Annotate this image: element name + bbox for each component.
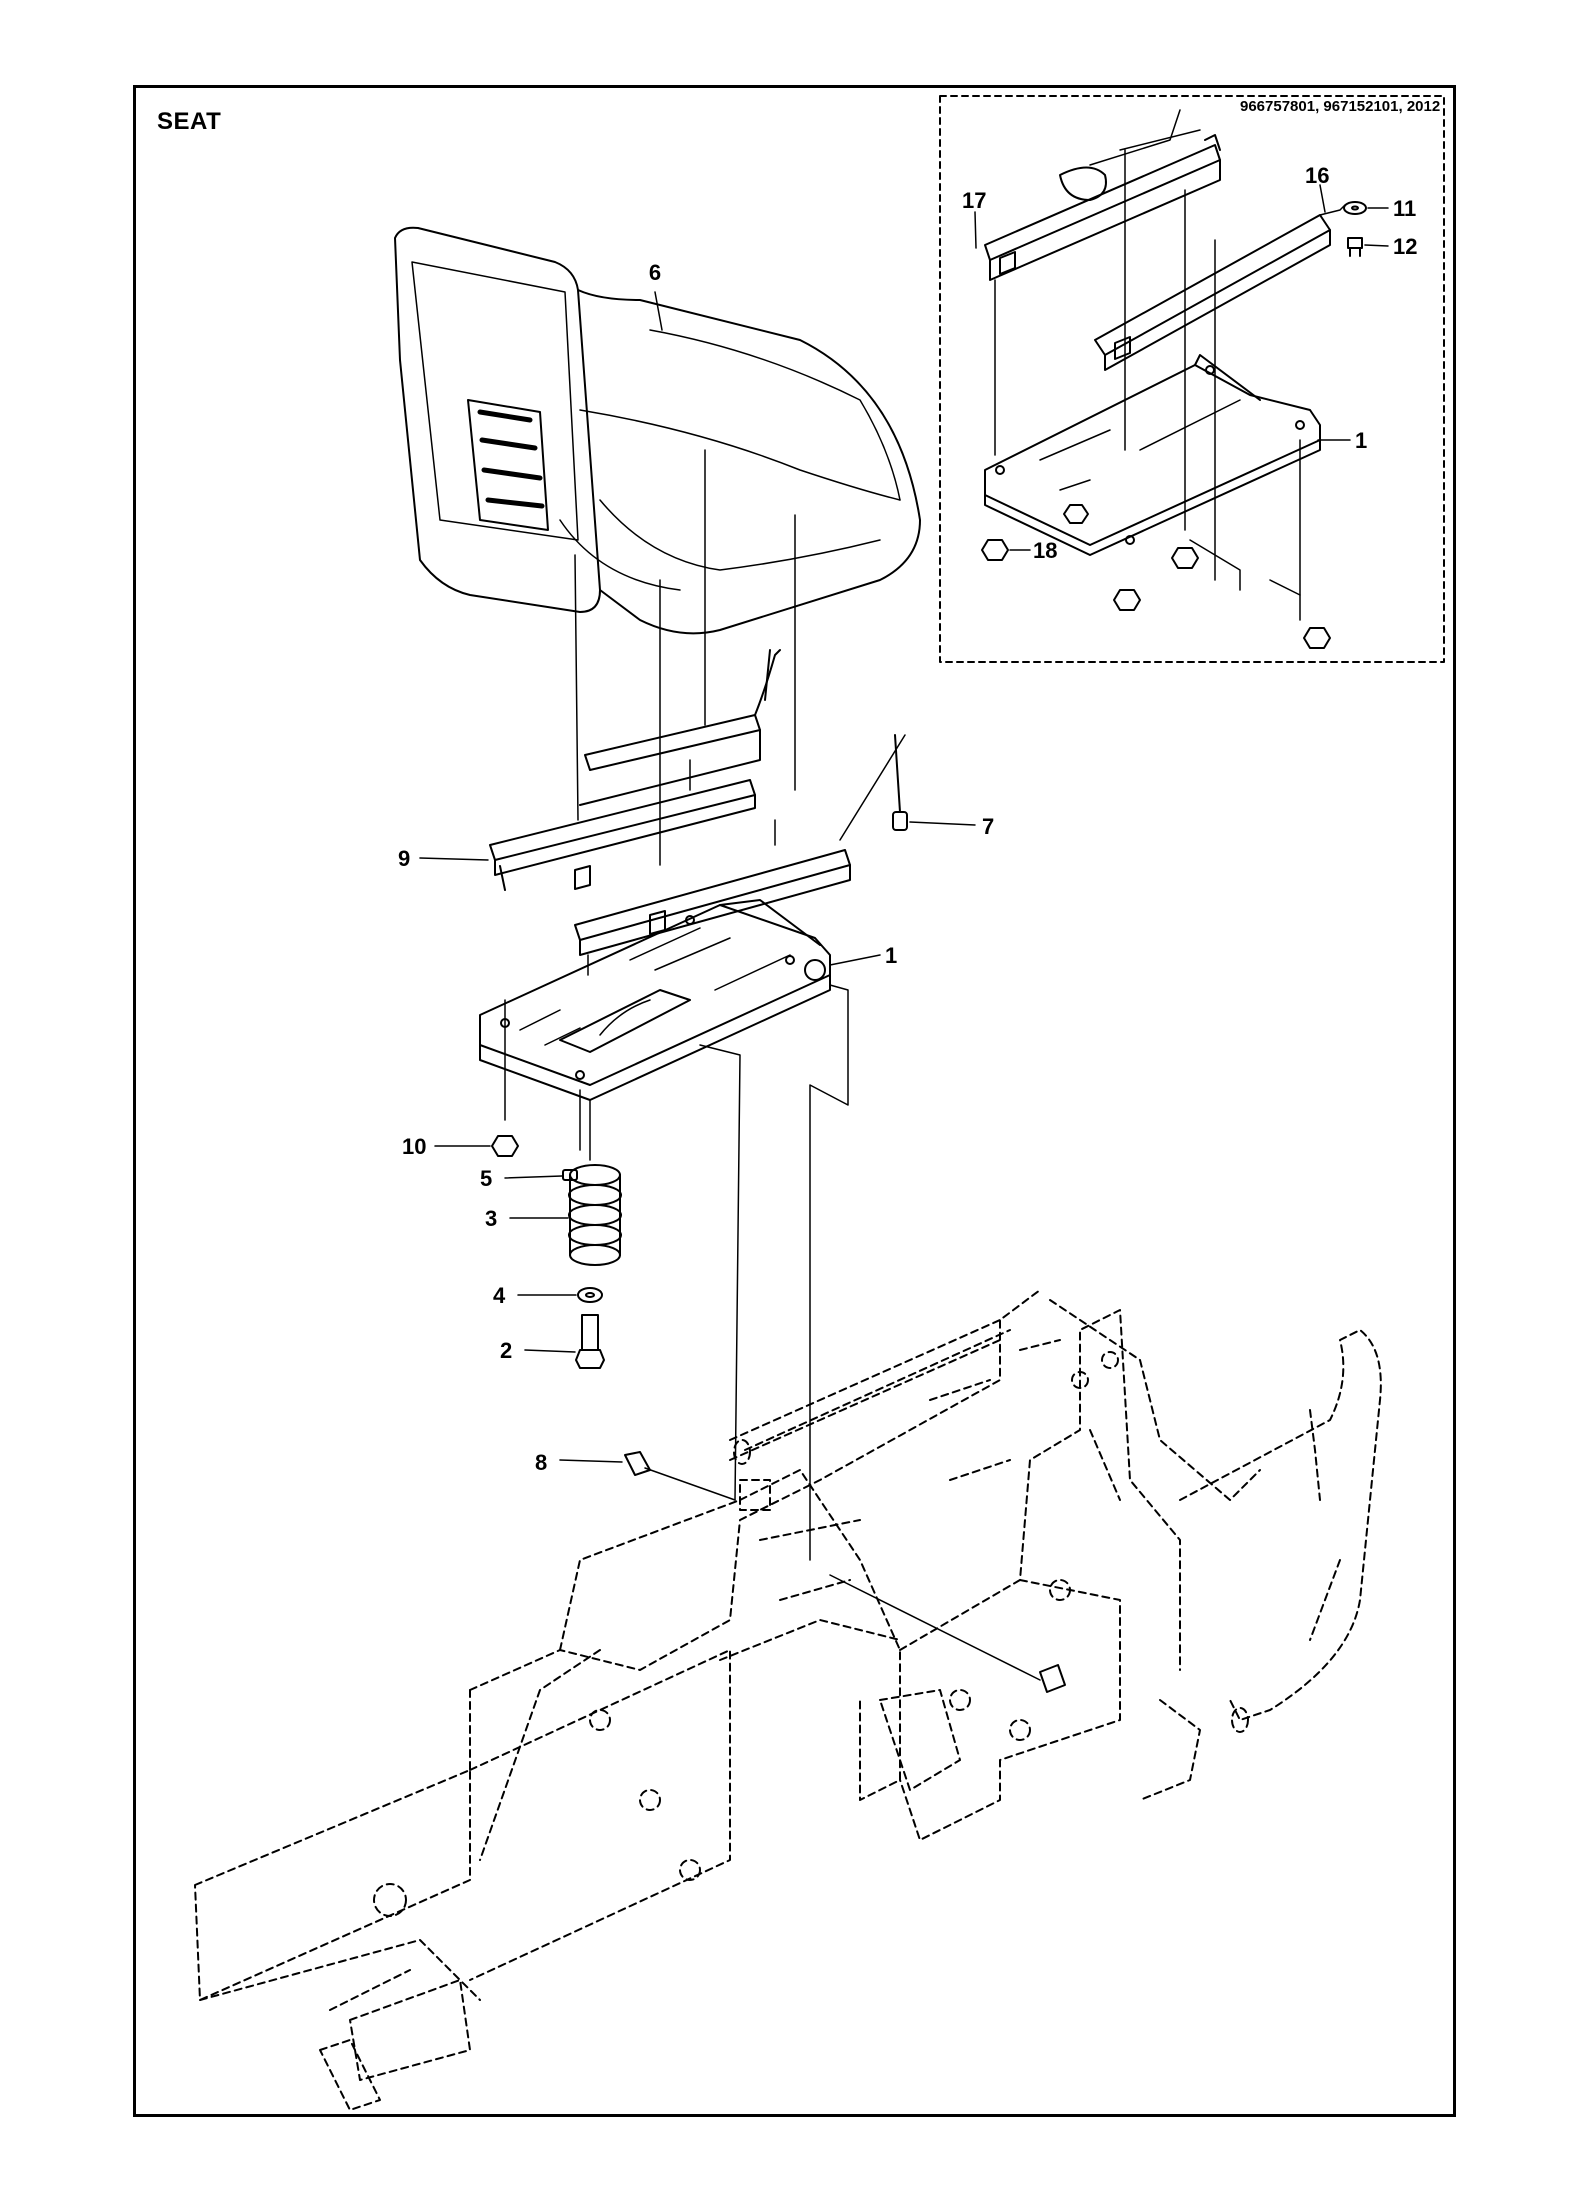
callout-6: 6	[649, 260, 661, 285]
screw-7	[839, 734, 976, 841]
nut-10	[434, 1135, 519, 1157]
seat-slide-rails	[489, 649, 851, 976]
seat-cushion	[394, 226, 921, 635]
callout-7: 7	[982, 814, 994, 839]
inset-rails	[984, 109, 1346, 581]
diagram-title: SEAT	[157, 108, 222, 135]
model-numbers: 966757801, 967152101, 2012	[1240, 98, 1441, 115]
callout-10: 10	[402, 1134, 426, 1159]
callout-5: 5	[480, 1166, 492, 1191]
callout-1-main: 1	[885, 943, 897, 968]
callout-18: 18	[1033, 538, 1057, 563]
callout-11: 11	[1393, 196, 1416, 221]
diagram-frame	[133, 85, 1456, 2117]
seat-base-plate	[479, 899, 881, 1101]
callout-17: 17	[962, 188, 986, 213]
bolt-2	[524, 1314, 605, 1369]
inset-fasteners	[654, 184, 1389, 649]
tractor-frame	[194, 1289, 1382, 2111]
inset-box	[939, 95, 1445, 663]
callout-16: 16	[1305, 163, 1329, 188]
callout-12: 12	[1393, 234, 1417, 259]
callout-9: 9	[398, 846, 410, 871]
callout-1-inset: 1	[1355, 428, 1367, 453]
spring-3	[509, 1099, 622, 1266]
callout-8: 8	[535, 1450, 547, 1475]
callout-4: 4	[493, 1283, 506, 1308]
bolt-5	[504, 1169, 578, 1204]
washer-4	[517, 1287, 603, 1303]
bolt-8	[559, 1451, 736, 1501]
bolt-lower	[829, 1574, 1066, 1693]
inset-base-plate	[984, 354, 1321, 621]
callout-2: 2	[500, 1338, 512, 1363]
callout-3: 3	[485, 1206, 497, 1231]
